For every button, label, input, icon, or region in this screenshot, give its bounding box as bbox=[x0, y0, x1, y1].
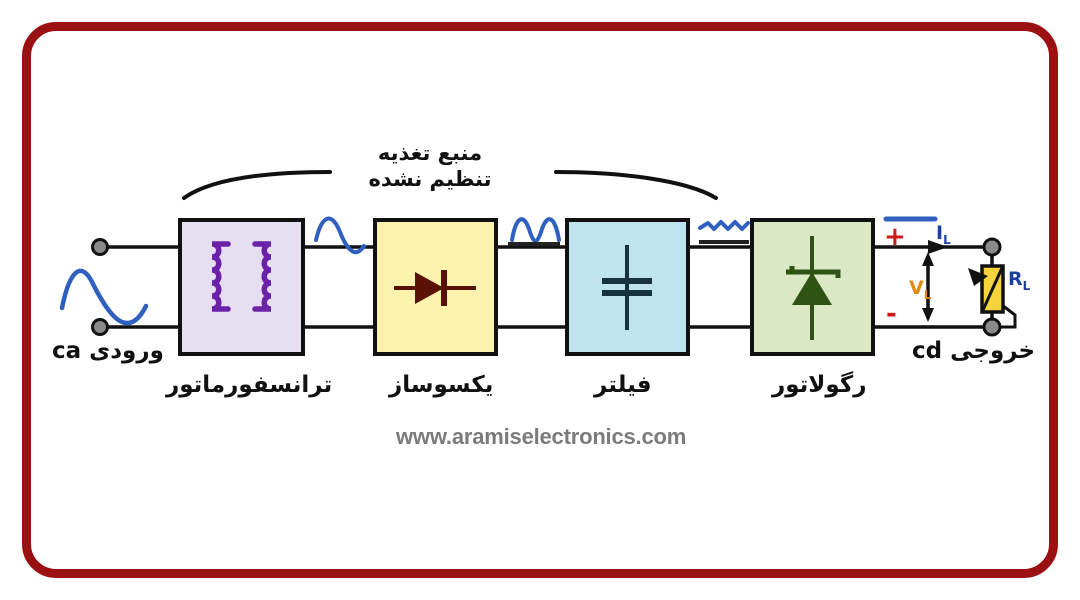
waveform-rectifier-output-pulsating-dc bbox=[508, 217, 561, 246]
transformer-box bbox=[178, 218, 305, 356]
load-resistor[interactable] bbox=[968, 237, 1017, 337]
transformer-coils-icon bbox=[211, 241, 272, 312]
regulator-label: رگولاتور bbox=[772, 372, 867, 398]
waveform-filter-output-ripple bbox=[698, 220, 750, 244]
block-regulator[interactable] bbox=[750, 218, 875, 356]
load-voltage-subscript: L bbox=[923, 287, 932, 302]
load-current-arrow bbox=[928, 240, 948, 254]
transformer-label: ترانسفورماتور bbox=[166, 372, 333, 398]
wiper-arrow bbox=[968, 268, 988, 286]
wiper-wire bbox=[1000, 303, 1017, 329]
wiring bbox=[100, 245, 992, 329]
terminal-dot-bottom bbox=[91, 318, 109, 336]
dc-output-label: خروجی dc bbox=[912, 338, 1036, 364]
output-plus-sign: + bbox=[884, 222, 906, 252]
zener-diode-icon bbox=[786, 236, 841, 340]
load-voltage-symbol: V bbox=[909, 277, 924, 299]
load-resistor-symbol: R bbox=[1008, 268, 1023, 290]
load-current-subscript: L bbox=[943, 232, 951, 247]
load-voltage-label: VL bbox=[909, 277, 931, 302]
rectifier-label: یکسوساز bbox=[389, 372, 494, 398]
watermark-text: www.aramiselectronics.com bbox=[396, 424, 687, 449]
ac-input-terminals bbox=[91, 238, 109, 336]
load-terminal-bottom bbox=[982, 317, 1002, 337]
load-resistor-subscript: L bbox=[1022, 278, 1031, 293]
block-rectifier[interactable] bbox=[373, 218, 498, 356]
load-voltage-arrow bbox=[922, 252, 934, 322]
diode-icon bbox=[394, 270, 476, 306]
block-transformer[interactable] bbox=[178, 218, 305, 356]
capacitor-icon bbox=[602, 245, 652, 330]
load-current-label: IL bbox=[936, 222, 951, 247]
ac-input-sine-waveform bbox=[59, 268, 149, 326]
load-terminal-top bbox=[982, 237, 1002, 257]
output-minus-sign: - bbox=[886, 299, 897, 329]
unregulated-supply-label: منبع تغذیه تنظیم نشده bbox=[368, 141, 492, 191]
block-filter[interactable] bbox=[565, 218, 690, 356]
terminal-dot-top bbox=[91, 238, 109, 256]
load-resistor-label: RL bbox=[1008, 268, 1030, 293]
filter-label: فیلتر bbox=[594, 372, 652, 398]
unregulated-supply-bracket bbox=[182, 170, 718, 200]
waveform-transformer-output-sine bbox=[314, 216, 366, 255]
ac-input-label: ورودی ac bbox=[52, 338, 164, 364]
load-current-symbol: I bbox=[936, 222, 944, 244]
